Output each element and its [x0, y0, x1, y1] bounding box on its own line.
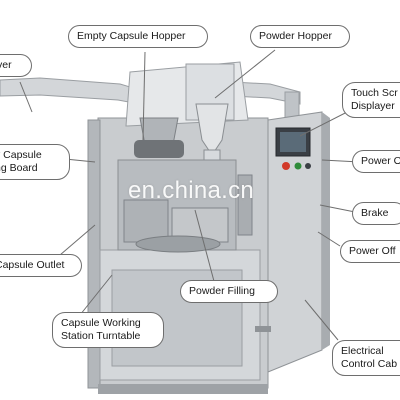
callout-powder-filling: Powder Filling [180, 280, 278, 303]
machine-body [87, 117, 269, 394]
callout-text: y Capsule [0, 149, 42, 161]
callout-touch-screen: Touch Scr Displayer [342, 82, 400, 118]
callout-text: Brake [361, 207, 389, 219]
callout-text: Power O [361, 155, 400, 167]
callout-powder-hopper: Powder Hopper [250, 25, 350, 48]
callout-text: Power Off [349, 245, 396, 257]
callout-text: Powder Hopper [259, 30, 332, 42]
callout-empty-capsule-hopper: Empty Capsule Hopper [68, 25, 208, 48]
callout-vacuum-receiver: ver [0, 54, 32, 77]
electrical-cabinet [255, 111, 330, 373]
callout-text: Powder Filling [189, 285, 255, 297]
callout-power-off: Power Off [340, 240, 400, 263]
callout-empty-capsule-board: y Capsule ng Board [0, 144, 70, 180]
callout-electrical-cabinet: Electrical Control Cab [332, 340, 400, 376]
callout-text: Electrical [341, 345, 384, 357]
empty-capsule-hopper [134, 117, 184, 158]
callout-power-on: Power O [352, 150, 400, 173]
callout-text: Displayer [351, 100, 395, 112]
callout-text: Capsule Working [61, 317, 141, 329]
callout-text: Station Turntable [61, 330, 141, 342]
callout-brake: Brake [352, 202, 400, 225]
callout-capsule-outlet: Capsule Outlet [0, 254, 82, 277]
working-area [117, 159, 253, 253]
callout-text: ver [0, 59, 12, 71]
leader-lines [19, 49, 361, 341]
callout-text: Capsule Outlet [0, 259, 65, 271]
callout-text: Empty Capsule Hopper [77, 30, 186, 42]
callout-text: ng Board [0, 162, 38, 174]
watermark-text: en.china.cn [128, 177, 255, 204]
callout-text: Control Cab [341, 358, 398, 370]
callout-turntable: Capsule Working Station Turntable [52, 312, 164, 348]
callout-text: Touch Scr [351, 87, 398, 99]
